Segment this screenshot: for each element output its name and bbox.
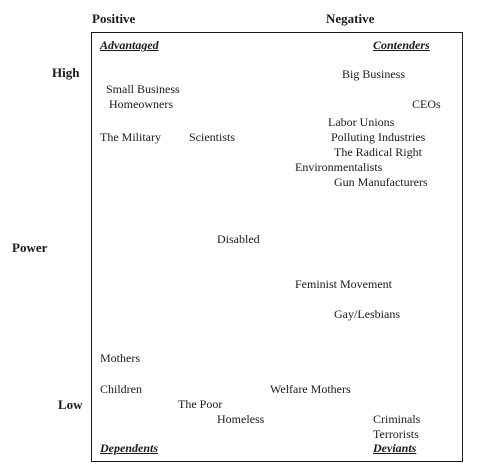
axis-high-label: High (52, 65, 80, 80)
group-labor-unions: Labor Unions (328, 115, 395, 129)
quadrant-contenders: Contenders (373, 38, 430, 52)
group-disabled: Disabled (217, 232, 260, 246)
group-scientists: Scientists (189, 130, 236, 144)
group-criminals: Criminals (373, 412, 421, 426)
axis-power-label: Power (12, 240, 48, 255)
quadrant-advantaged: Advantaged (100, 38, 159, 52)
group-gun-manufacturers: Gun Manufacturers (334, 175, 428, 189)
negative-header: Negative (326, 11, 375, 26)
diagram-frame (91, 32, 463, 462)
group-environmentalists: Environmentalists (295, 160, 383, 174)
group-small-business: Small Business (106, 82, 180, 96)
quadrant-deviants: Deviants (373, 441, 417, 455)
group-children: Children (100, 382, 142, 396)
group-mothers: Mothers (100, 351, 140, 365)
group-the-radical-right: The Radical Right (334, 145, 422, 159)
group-big-business: Big Business (342, 67, 406, 81)
group-the-poor: The Poor (178, 397, 223, 411)
group-feminist-movement: Feminist Movement (295, 277, 392, 291)
group-polluting-industries: Polluting Industries (331, 130, 426, 144)
group-welfare-mothers: Welfare Mothers (270, 382, 351, 396)
quadrant-dependents: Dependents (100, 441, 158, 455)
group-ceos: CEOs (412, 97, 441, 111)
group-homeowners: Homeowners (109, 97, 173, 111)
group-homeless: Homeless (217, 412, 265, 426)
positive-header: Positive (92, 11, 136, 26)
group-gay-lesbians: Gay/Lesbians (334, 307, 400, 321)
group-terrorists: Terrorists (373, 427, 419, 441)
group-the-military: The Military (100, 130, 161, 144)
axis-low-label: Low (58, 397, 83, 412)
